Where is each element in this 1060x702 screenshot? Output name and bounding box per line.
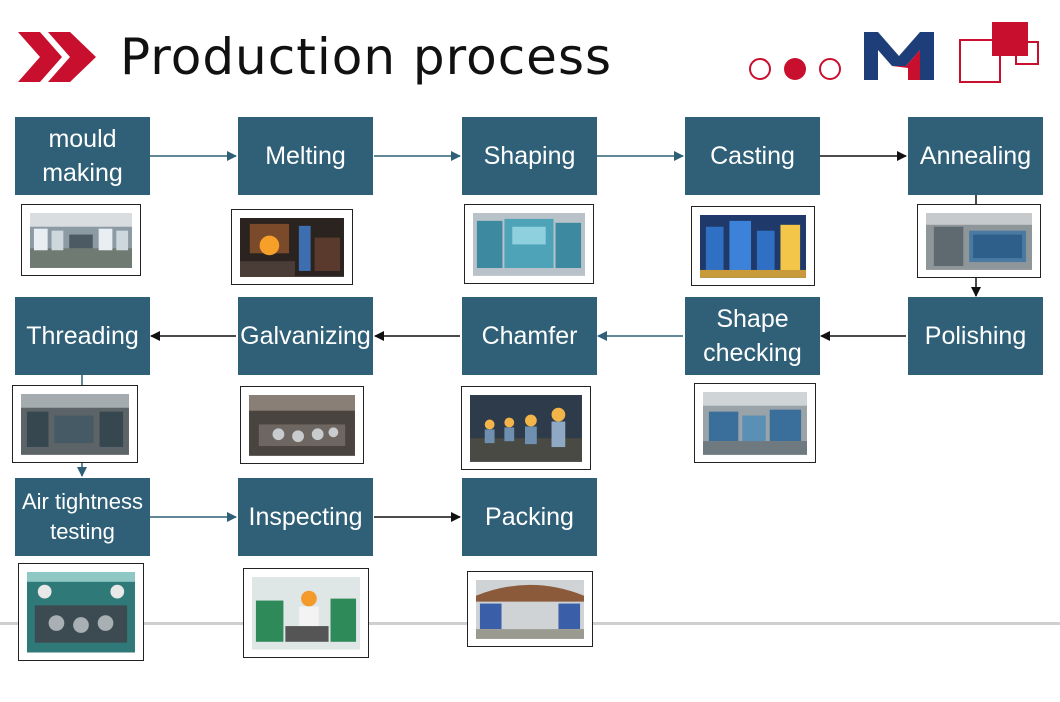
step-galvanizing: Galvanizing [238, 297, 373, 375]
photo-annealing [917, 204, 1041, 278]
inspection-icon [252, 577, 360, 650]
machine-icon [473, 213, 585, 276]
photo-shaping [464, 204, 594, 284]
photo-packing [467, 571, 593, 647]
plant-icon [700, 215, 806, 278]
photo-inspecting [243, 568, 369, 658]
photo-galvanizing [240, 386, 364, 464]
step-shape-checking: Shape checking [685, 297, 820, 375]
pressure-icon [27, 572, 135, 653]
photo-air-tightness [18, 563, 144, 661]
step-annealing: Annealing [908, 117, 1043, 195]
pagination-dots-icon [749, 58, 841, 80]
step-melting: Melting [238, 117, 373, 195]
workers-icon [470, 395, 582, 462]
step-packing: Packing [462, 478, 597, 556]
warehouse-icon [476, 580, 584, 639]
photo-shape-checking [694, 383, 816, 463]
furnace-icon [240, 218, 344, 277]
company-logo-icon [864, 32, 934, 80]
step-inspecting: Inspecting [238, 478, 373, 556]
lathe-icon [21, 394, 129, 455]
step-threading: Threading [15, 297, 150, 375]
step-casting: Casting [685, 117, 820, 195]
step-chamfer: Chamfer [462, 297, 597, 375]
step-shaping: Shaping [462, 117, 597, 195]
step-air-tightness-testing: Air tightness testing [15, 478, 150, 556]
zinc-icon [249, 395, 355, 456]
photo-mould-making [21, 204, 141, 276]
overlapping-squares-icon [959, 22, 1039, 83]
double-chevron-icon [18, 32, 96, 82]
kiln-icon [926, 213, 1032, 270]
line-icon [703, 392, 807, 455]
workshop-icon [30, 213, 132, 268]
step-polishing: Polishing [908, 297, 1043, 375]
photo-threading [12, 385, 138, 463]
photo-chamfer [461, 386, 591, 470]
step-mould-making: mould making [15, 117, 150, 195]
page-title: Production process [120, 28, 613, 86]
photo-casting [691, 206, 815, 286]
photo-melting [231, 209, 353, 285]
